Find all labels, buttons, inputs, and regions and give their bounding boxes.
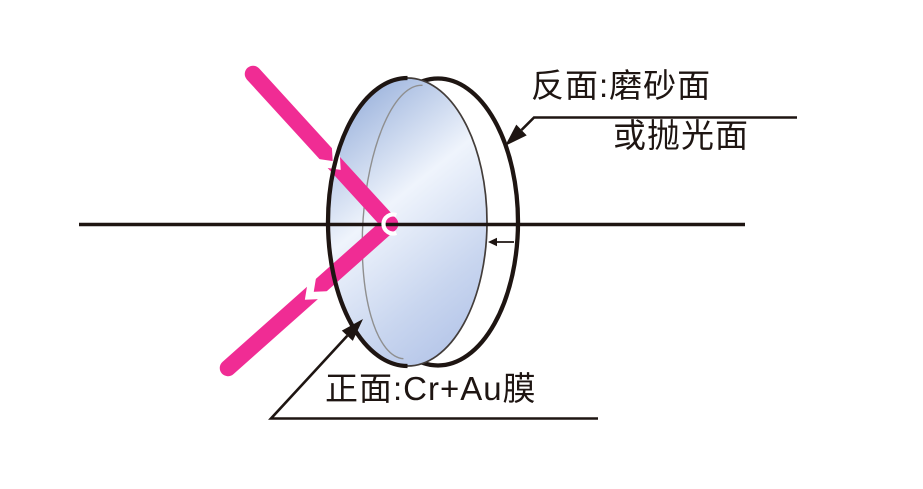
thickness-arrowhead-icon [488,237,497,247]
front-face-left-edge [325,75,408,369]
back-surface-leader-line [520,116,797,131]
front-surface-label: 正面:Cr+Au膜 [325,370,537,407]
back-surface-label-line1: 反面:磨砂面 [531,67,712,104]
front-face-inner-arc [361,84,423,360]
front-surface-arrowhead-icon [341,319,363,341]
reflected-ray-arrow-chevron [304,274,330,300]
vertex-highlight-arc [381,212,398,236]
back-surface-label-line2: 或抛光面 [613,117,749,154]
back-surface-arrowhead-icon [505,124,527,146]
incident-ray [244,65,399,233]
front-surface-leader-line [268,334,598,420]
